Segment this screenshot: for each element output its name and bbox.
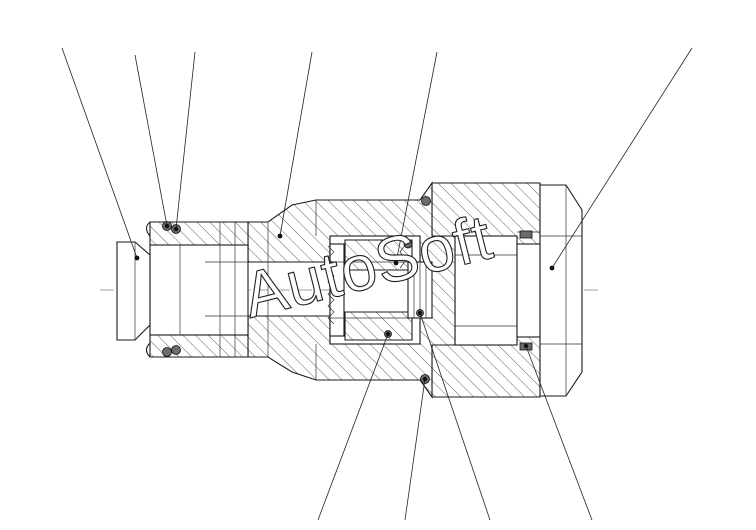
small-spring [399, 235, 407, 269]
leader-lines [61, 47, 693, 521]
spring [327, 245, 335, 325]
outer-nut [431, 182, 583, 398]
left-stem [116, 221, 249, 358]
inner-spool [329, 235, 433, 345]
